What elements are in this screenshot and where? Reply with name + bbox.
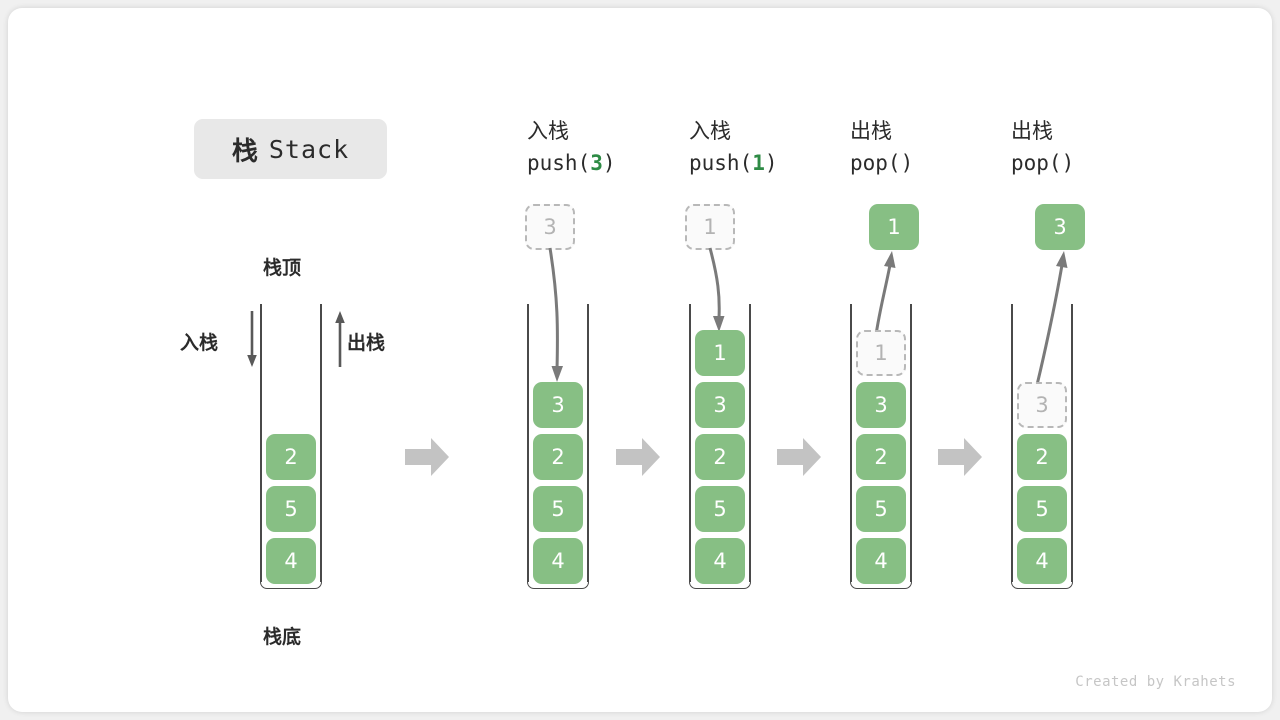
- incoming-element-ghost: 3: [525, 204, 575, 250]
- diagram-title: 栈 Stack: [194, 119, 387, 179]
- stack-cell: 5: [533, 486, 583, 532]
- op-code-suffix: ): [1061, 151, 1075, 175]
- stack-cell: 5: [695, 486, 745, 532]
- op-code-prefix: push(: [527, 151, 591, 175]
- transition-arrow-icon: [777, 438, 821, 476]
- stack-cell: 2: [1017, 434, 1067, 480]
- stack-after-pop-1: 1 3 2 5 4: [850, 304, 912, 589]
- op-heading-code: push(1): [689, 146, 778, 180]
- push-motion-arrow-icon: [548, 247, 563, 382]
- stack-wall-right: [910, 304, 912, 582]
- stack-cell: 3: [533, 382, 583, 428]
- push-motion-arrow-icon: [708, 247, 725, 332]
- stack-wall-left: [527, 304, 529, 582]
- op-heading-code: pop(): [850, 146, 913, 180]
- stack-wall-right: [320, 304, 322, 582]
- stack-wall-right: [749, 304, 751, 582]
- stack-cell: 4: [695, 538, 745, 584]
- popped-element: 3: [1035, 204, 1085, 250]
- stack-after-push-1: 1 3 2 5 4: [689, 304, 751, 589]
- op-heading-cn: 入栈: [689, 119, 731, 143]
- diagram-card: 栈 Stack 栈顶 栈底 入栈 出栈 2 5 4 入栈 push(3) 3: [8, 8, 1272, 712]
- stack-cell: 2: [695, 434, 745, 480]
- stack-cell: 3: [695, 382, 745, 428]
- op-heading-cn: 入栈: [527, 119, 569, 143]
- op-code-suffix: ): [602, 151, 616, 175]
- stack-cell: 1: [695, 330, 745, 376]
- stack-cell: 5: [856, 486, 906, 532]
- stack-cell: 5: [1017, 486, 1067, 532]
- transition-arrow-icon: [938, 438, 982, 476]
- pop-direction-label: 出栈: [347, 332, 386, 354]
- op-code-prefix: pop(: [850, 151, 901, 175]
- stack-wall-right: [1071, 304, 1073, 582]
- op-heading-code: pop(): [1011, 146, 1074, 180]
- push-direction-label: 入栈: [180, 332, 219, 354]
- stack-after-push-3: 3 2 5 4: [527, 304, 589, 589]
- stack-wall-left: [689, 304, 691, 582]
- stack-cell: 2: [856, 434, 906, 480]
- push-direction-arrow-icon: [247, 311, 257, 367]
- stack-cell: 2: [533, 434, 583, 480]
- stack-cell: 3: [856, 382, 906, 428]
- stack-cell: 4: [1017, 538, 1067, 584]
- popped-element: 1: [869, 204, 919, 250]
- stack-cell: 4: [266, 538, 316, 584]
- op-heading-pop-1: 出栈 pop(): [850, 116, 913, 180]
- op-heading-push-3: 入栈 push(3): [527, 116, 616, 180]
- pop-motion-arrow-icon: [1033, 251, 1068, 394]
- stack-wall-right: [587, 304, 589, 582]
- stack-cell-removed: 3: [1017, 382, 1067, 428]
- stack-initial: 2 5 4: [260, 304, 322, 589]
- op-code-prefix: pop(: [1011, 151, 1062, 175]
- op-heading-cn: 出栈: [850, 119, 892, 143]
- stack-cell: 2: [266, 434, 316, 480]
- title-cn: 栈: [231, 135, 259, 166]
- pop-direction-arrow-icon: [335, 311, 345, 367]
- op-heading-pop-3: 出栈 pop(): [1011, 116, 1074, 180]
- op-code-suffix: ): [764, 151, 778, 175]
- op-code-prefix: push(: [689, 151, 753, 175]
- stack-bottom-label: 栈底: [263, 626, 302, 648]
- op-code-suffix: ): [900, 151, 914, 175]
- stack-wall-left: [260, 304, 262, 582]
- op-heading-push-1: 入栈 push(1): [689, 116, 778, 180]
- stack-wall-left: [850, 304, 852, 582]
- op-code-arg: 3: [590, 151, 603, 175]
- stack-after-pop-3: 3 2 5 4: [1011, 304, 1073, 589]
- stack-wall-left: [1011, 304, 1013, 582]
- title-en: Stack: [268, 134, 350, 164]
- stack-top-label: 栈顶: [263, 257, 302, 279]
- attribution-footer: Created by Krahets: [1075, 674, 1236, 690]
- op-heading-code: push(3): [527, 146, 616, 180]
- stack-cell: 5: [266, 486, 316, 532]
- op-heading-cn: 出栈: [1011, 119, 1053, 143]
- stack-cell: 4: [533, 538, 583, 584]
- stack-cell: 4: [856, 538, 906, 584]
- op-code-arg: 1: [752, 151, 765, 175]
- transition-arrow-icon: [616, 438, 660, 476]
- transition-arrow-icon: [405, 438, 449, 476]
- stack-cell-removed: 1: [856, 330, 906, 376]
- incoming-element-ghost: 1: [685, 204, 735, 250]
